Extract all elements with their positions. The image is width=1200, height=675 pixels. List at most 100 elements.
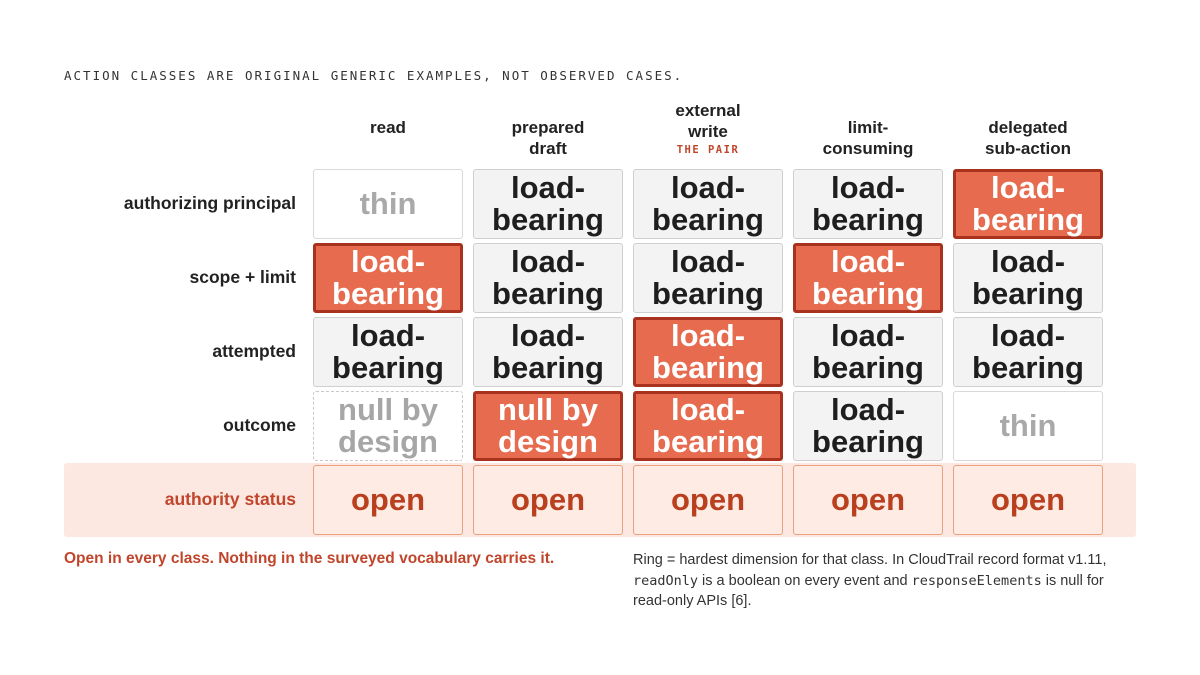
cell-value: load-bearing: [492, 172, 604, 236]
cell-value-line1: load-: [510, 244, 586, 279]
column-header-external-write: external write THE PAIR: [633, 100, 783, 158]
cell-value-line1: load-: [510, 170, 586, 205]
cell-value-line2: bearing: [812, 350, 924, 385]
cell-value-line1: load-: [990, 170, 1066, 205]
cell-value: load-bearing: [652, 320, 764, 384]
cell-value-line1: load-: [830, 170, 906, 205]
status-value: open: [510, 482, 586, 517]
matrix-cell: load-bearing: [793, 391, 943, 461]
status-value: open: [830, 482, 906, 517]
cell-value-line1: load-: [350, 318, 426, 353]
matrix-cell: load-bearing: [793, 243, 943, 313]
column-header-line3: read: [370, 118, 406, 137]
footnote-text: is null for read-only APIs [6].: [633, 572, 1104, 610]
cell-value-line1: load-: [350, 244, 426, 279]
cell-value: load-bearing: [652, 172, 764, 236]
row-label-scope-limit: scope + limit: [189, 267, 297, 287]
cell-value-line2: bearing: [972, 276, 1084, 311]
column-header-line2: limit-: [847, 118, 889, 137]
cell-value-line1: thin: [359, 186, 417, 221]
matrix-cell: load-bearing: [633, 243, 783, 313]
cell-value: load-bearing: [812, 246, 924, 310]
matrix-cell: load-bearing: [953, 169, 1103, 239]
cell-value-line2: bearing: [812, 424, 924, 459]
cell-value-line2: bearing: [652, 276, 764, 311]
cell-value-line1: null by: [338, 392, 438, 427]
cell-value-line1: load-: [670, 170, 746, 205]
cell-value-line1: load-: [990, 318, 1066, 353]
row-label-attempted: attempted: [212, 341, 296, 361]
caption-top: ACTION CLASSES ARE ORIGINAL GENERIC EXAM…: [64, 68, 684, 83]
column-header-prepared-draft: prepared draft: [473, 117, 623, 159]
column-header-line2: write: [688, 122, 728, 141]
cell-value: load-bearing: [492, 320, 604, 384]
cell-value: load-bearing: [812, 320, 924, 384]
status-value: open: [990, 482, 1066, 517]
matrix-cell: load-bearing: [633, 317, 783, 387]
status-value: open: [350, 482, 426, 517]
cell-value-line2: bearing: [652, 202, 764, 237]
cell-value-line2: bearing: [972, 350, 1084, 385]
cell-value: load-bearing: [332, 246, 444, 310]
cell-value: load-bearing: [492, 246, 604, 310]
cell-value-line1: load-: [830, 244, 906, 279]
cell-value-line2: bearing: [332, 276, 444, 311]
matrix-cell: load-bearing: [953, 243, 1103, 313]
cell-value-line1: load-: [670, 244, 746, 279]
cell-value-line2: bearing: [492, 350, 604, 385]
cell-value: load-bearing: [972, 172, 1084, 236]
code-responseelements: responseElements: [911, 572, 1042, 589]
cell-value-line1: load-: [830, 318, 906, 353]
cell-value-line2: bearing: [492, 202, 604, 237]
row-label-authorizing-principal: authorizing principal: [123, 193, 296, 213]
footnote-right: Ring = hardest dimension for that class.…: [633, 550, 1138, 612]
column-header-line3: consuming: [822, 139, 914, 158]
column-header-line2: prepared: [511, 118, 585, 137]
cell-value-line2: bearing: [332, 350, 444, 385]
cell-value-line2: bearing: [492, 276, 604, 311]
row-label-authority-status: authority status: [164, 489, 296, 509]
cell-value-line1: load-: [670, 392, 746, 427]
column-header-line1: external: [675, 101, 741, 120]
cell-value: thin: [1000, 408, 1057, 444]
footnote-text: Ring = hardest dimension for that class.…: [633, 552, 1107, 568]
row-label-outcome: outcome: [223, 415, 296, 435]
column-header-limit-consuming: limit- consuming: [793, 117, 943, 159]
cell-value-line1: load-: [990, 244, 1066, 279]
cell-value: load-bearing: [332, 320, 444, 384]
cell-value-line2: bearing: [652, 350, 764, 385]
cell-value-line2: bearing: [812, 202, 924, 237]
matrix-cell: load-bearing: [313, 243, 463, 313]
matrix-cell: load-bearing: [473, 169, 623, 239]
cell-value-line1: load-: [670, 318, 746, 353]
column-header-line3: sub-action: [985, 139, 1071, 158]
cell-value-line2: design: [338, 424, 438, 459]
cell-value: load-bearing: [812, 394, 924, 458]
cell-value-line1: null by: [498, 392, 598, 427]
cell-value-line2: bearing: [972, 202, 1084, 237]
authority-status-cell: open: [473, 465, 623, 535]
matrix-cell: thin: [953, 391, 1103, 461]
matrix-cell: thin: [313, 169, 463, 239]
cell-value-line1: thin: [999, 408, 1057, 443]
status-value: open: [670, 482, 746, 517]
cell-value-line1: load-: [830, 392, 906, 427]
footnote-left: Open in every class. Nothing in the surv…: [64, 550, 555, 567]
matrix-cell: load-bearing: [633, 169, 783, 239]
matrix-cell: load-bearing: [473, 317, 623, 387]
matrix-cell: load-bearing: [633, 391, 783, 461]
matrix-cell: load-bearing: [953, 317, 1103, 387]
column-header-line3: draft: [529, 139, 567, 158]
the-pair-tag: THE PAIR: [676, 144, 740, 156]
authority-status-cell: open: [953, 465, 1103, 535]
column-header-delegated-sub-action: delegated sub-action: [953, 117, 1103, 159]
cell-value-line2: bearing: [812, 276, 924, 311]
matrix-cell: load-bearing: [313, 317, 463, 387]
cell-value: load-bearing: [812, 172, 924, 236]
matrix-cell: load-bearing: [793, 317, 943, 387]
cell-value: load-bearing: [972, 246, 1084, 310]
